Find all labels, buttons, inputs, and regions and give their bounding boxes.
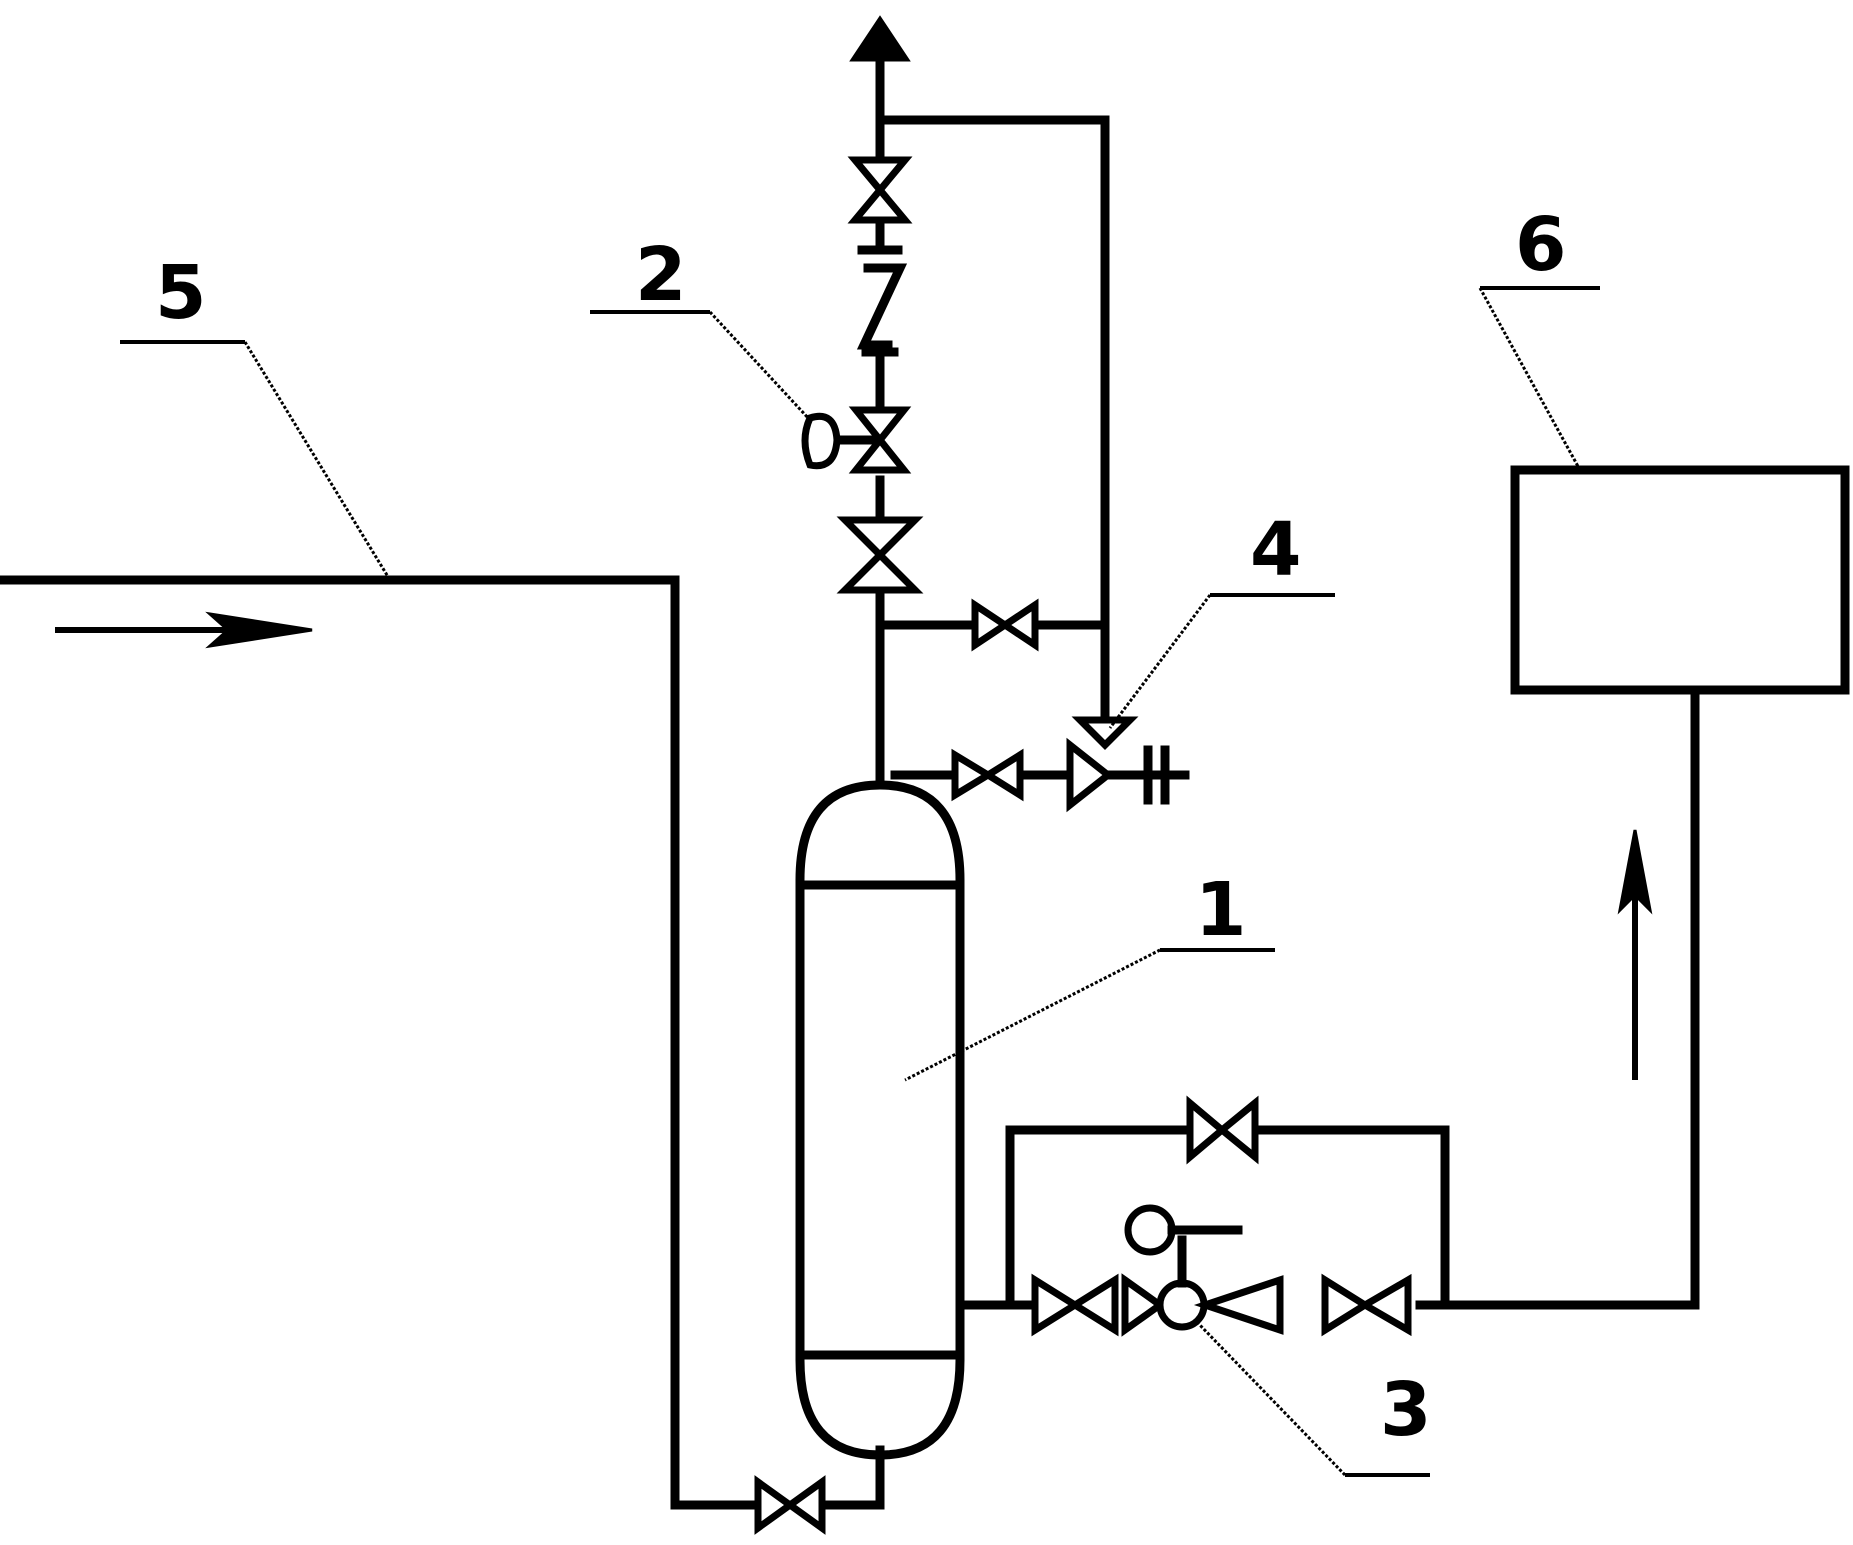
callout-label-5: 5	[155, 250, 207, 336]
check-valve	[1066, 716, 1170, 813]
callout-6: 6	[1478, 202, 1600, 471]
steam-trap	[1121, 1204, 1284, 1337]
callout-label-2: 2	[635, 232, 687, 318]
outlet-pipe	[955, 685, 1700, 1310]
vent-arrow	[849, 15, 911, 62]
bypass-valve	[971, 598, 1039, 652]
trap-inlet-valve	[1031, 1273, 1119, 1337]
bypass-line	[875, 115, 1110, 720]
callout-1: 1	[904, 867, 1275, 1082]
isolation-valve	[836, 516, 924, 594]
receiving-tank	[1510, 465, 1850, 695]
callout-label-6: 6	[1515, 202, 1567, 288]
upper-bypass-valve	[1186, 1095, 1259, 1165]
callout-3: 3	[1193, 1318, 1432, 1477]
vessel	[795, 780, 965, 1460]
callout-label-4: 4	[1250, 507, 1302, 593]
top-valve	[847, 156, 913, 255]
callout-5: 5	[120, 250, 392, 581]
callout-2: 2	[590, 232, 812, 422]
callout-label-3: 3	[1380, 1367, 1432, 1453]
relief-valve	[801, 406, 912, 474]
sample-valve	[951, 748, 1024, 802]
callout-label-1: 1	[1195, 867, 1247, 953]
bottom-valve	[754, 1475, 826, 1535]
inlet-flow-arrow	[55, 611, 313, 649]
inlet-pipe	[0, 575, 885, 1510]
outlet-flow-arrow	[1617, 829, 1653, 1080]
z-spring-element	[856, 263, 908, 357]
trap-outlet-valve	[1321, 1273, 1412, 1337]
callout-4: 4	[1108, 507, 1335, 729]
